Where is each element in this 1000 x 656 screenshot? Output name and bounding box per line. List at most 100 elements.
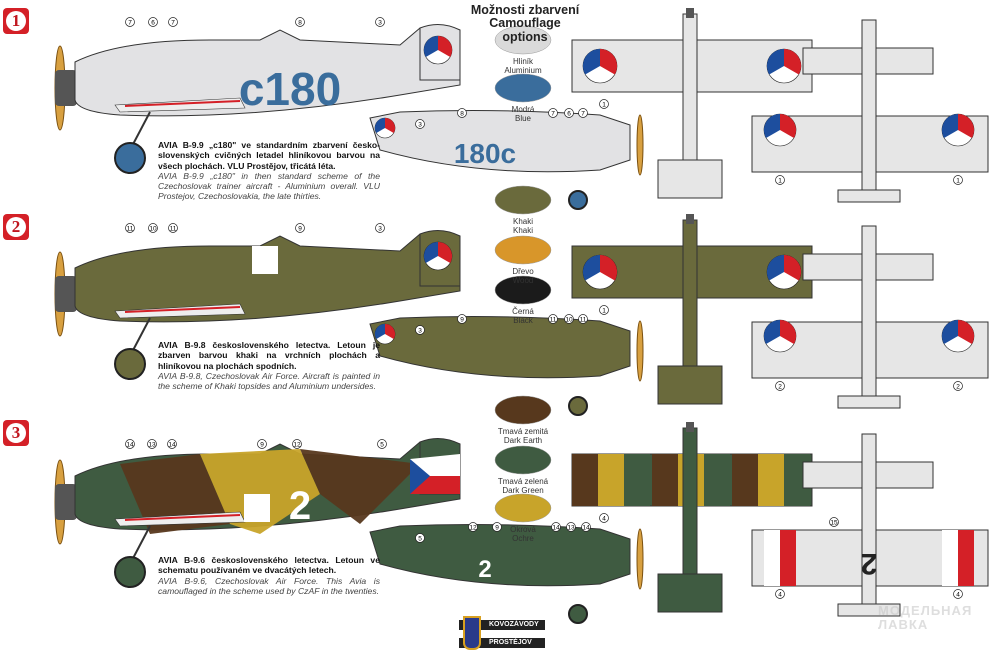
- wing-flag-red: [780, 530, 796, 586]
- callout-number: 11: [127, 226, 134, 233]
- callout-marker: [599, 99, 609, 109]
- top-view-1: 1: [571, 8, 813, 199]
- color-swatch-wood: [494, 235, 552, 265]
- id-square: [252, 246, 278, 274]
- callout-marker: [168, 223, 178, 233]
- fuselage: [369, 316, 631, 379]
- camo-stripe: [598, 454, 624, 506]
- callout-marker: [775, 381, 785, 391]
- callout-marker: [377, 439, 387, 449]
- callout-number: 4: [602, 516, 606, 523]
- callout-number: 11: [170, 226, 177, 233]
- callout-number: 7: [551, 111, 555, 118]
- callout-number: 14: [126, 442, 134, 449]
- roundel-red: [438, 241, 453, 263]
- color-swatch-ochre: [494, 493, 552, 523]
- callout-number: 7: [581, 111, 585, 118]
- callout-number: 1: [602, 102, 606, 109]
- camo-stripe: [652, 454, 678, 506]
- swatch-label-en: Aluminium: [504, 66, 542, 75]
- callout-marker: [148, 17, 158, 27]
- tailplane: [837, 395, 901, 409]
- roundel-blue: [582, 48, 600, 75]
- fuselage: [861, 225, 877, 407]
- callout-number: 1: [778, 178, 782, 185]
- logo-shield: [463, 616, 481, 650]
- roundel-red: [784, 48, 802, 75]
- fuselage: [682, 13, 698, 175]
- wheel: [568, 604, 588, 624]
- callout-marker: [168, 17, 178, 27]
- engine: [686, 422, 694, 432]
- wing-flag-red: [958, 530, 974, 586]
- roundel-red: [958, 319, 975, 344]
- scheme-1-description: AVIA B-9.9 „c180" ve standardním zbarven…: [158, 140, 380, 202]
- callout-number: 8: [298, 20, 302, 27]
- fuselage: [861, 433, 877, 615]
- callout-number: 2: [778, 384, 782, 391]
- callout-number: 2: [956, 384, 960, 391]
- swatch-label-en: Black: [513, 316, 533, 325]
- wheel: [114, 142, 146, 174]
- wing-stripe: [124, 514, 241, 521]
- callout-number: 10: [149, 226, 157, 233]
- roundel-red: [780, 319, 797, 344]
- roundel-blue: [582, 254, 600, 281]
- roundel-blue: [374, 323, 385, 339]
- callout-marker: [415, 325, 425, 335]
- callout-number: 9: [460, 317, 464, 324]
- callout-number: 15: [830, 520, 838, 527]
- camo-stripe: [758, 454, 784, 506]
- callout-marker: [125, 223, 135, 233]
- roundel-blue: [941, 113, 958, 138]
- roundel-blue: [423, 241, 438, 263]
- wheel: [568, 396, 588, 416]
- swatch-label-cz: Hliník: [512, 57, 533, 66]
- callout-marker: [295, 17, 305, 27]
- callout-marker: [548, 108, 558, 118]
- callout-number: 11: [550, 317, 557, 324]
- camo-patch: [300, 449, 420, 524]
- roundel-red: [784, 254, 802, 281]
- roundel-blue: [423, 35, 438, 57]
- callout-marker: [548, 314, 558, 324]
- roundel-red: [958, 113, 975, 138]
- callout-number: 5: [380, 442, 384, 449]
- wheel: [114, 556, 146, 588]
- camo-stripe: [732, 454, 758, 506]
- swatch-label-en: Blue: [514, 114, 531, 123]
- tailplane: [657, 573, 723, 613]
- scheme-badge-2: 2: [3, 214, 29, 240]
- id-square: [244, 494, 270, 522]
- callout-marker: [578, 108, 588, 118]
- tailplane: [657, 365, 723, 405]
- callout-marker: [492, 522, 502, 532]
- callout-marker: [829, 517, 839, 527]
- registration-code: c180: [239, 63, 341, 115]
- logo-line-2: PROSTĚJOV: [459, 638, 545, 648]
- tailplane: [657, 159, 723, 199]
- callout-marker: [566, 522, 576, 532]
- propeller: [636, 528, 644, 590]
- camo-stripe: [572, 454, 598, 506]
- propeller: [636, 114, 644, 176]
- roundel-red: [438, 35, 453, 57]
- engine: [686, 214, 694, 224]
- tailplane: [837, 603, 901, 617]
- roundel-blue: [374, 117, 385, 133]
- callout-number: 1: [602, 308, 606, 315]
- camo-stripe: [624, 454, 650, 506]
- color-swatch-dark-green: [494, 445, 552, 475]
- top-view-2: 1: [571, 214, 813, 405]
- swatch-label-en: Ochre: [512, 534, 534, 543]
- fuselage: [74, 27, 461, 117]
- callout-marker: [775, 589, 785, 599]
